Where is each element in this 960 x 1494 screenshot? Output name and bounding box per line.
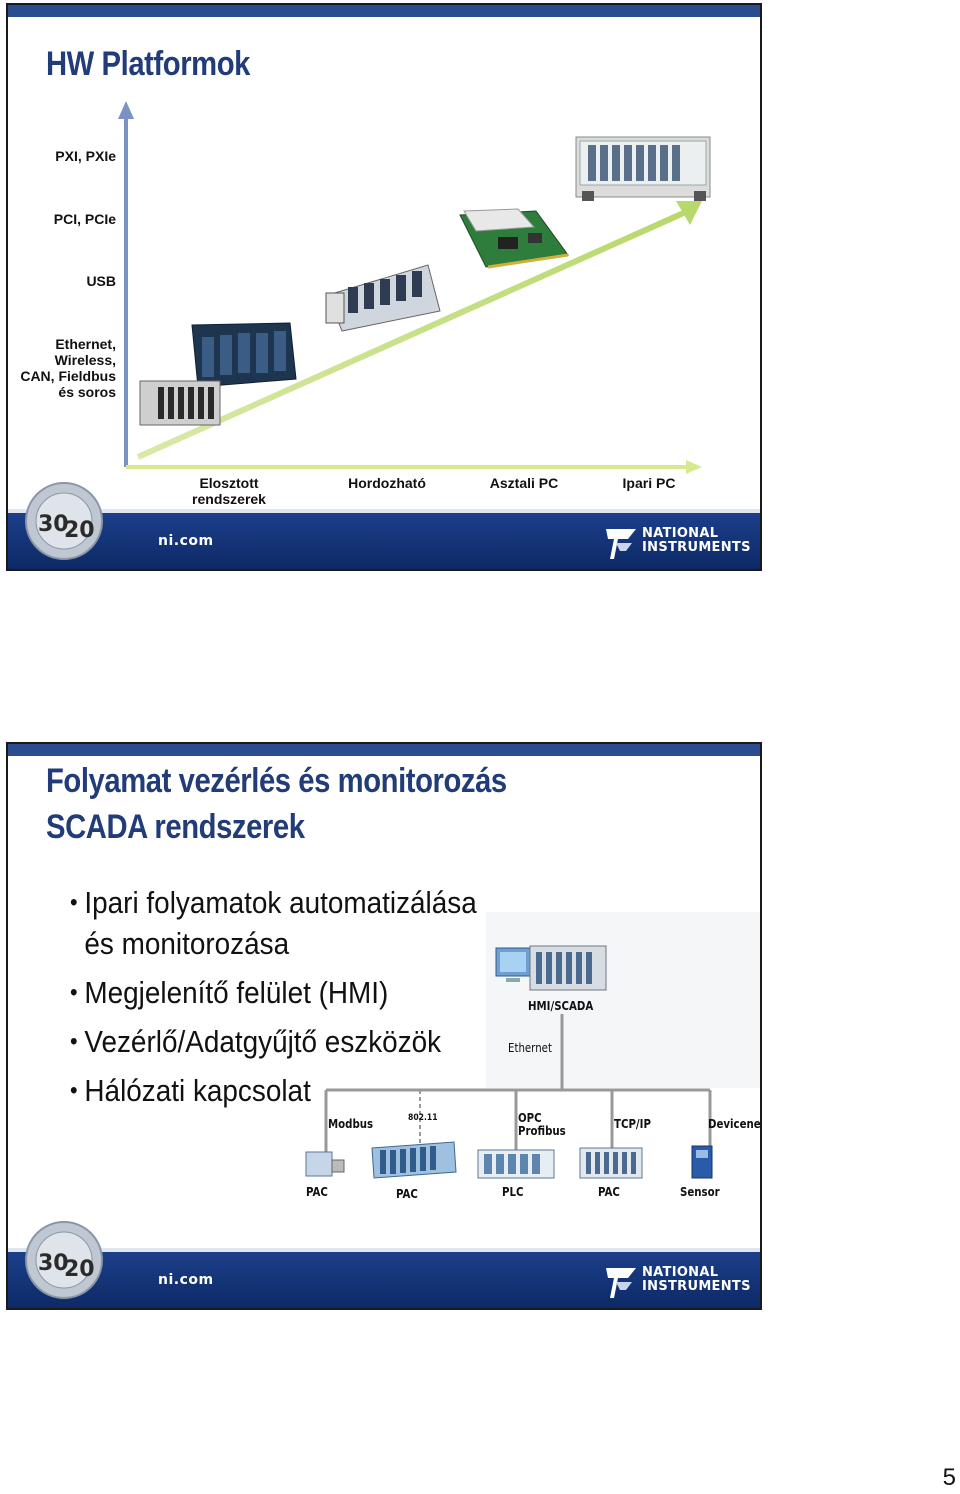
svg-text:20: 20 bbox=[64, 518, 95, 543]
pxi-chassis-image bbox=[576, 137, 710, 201]
slide-footer: ni.com NATIONAL INSTRUMENTS bbox=[8, 1252, 760, 1308]
ni-logo: NATIONAL INSTRUMENTS bbox=[606, 523, 746, 563]
distributed-io-image bbox=[140, 323, 296, 425]
scada-network-diagram bbox=[8, 744, 762, 1310]
device-plc-icon bbox=[478, 1150, 554, 1178]
slide-scada: Folyamat vezérlés és monitorozás SCADA r… bbox=[6, 742, 762, 1310]
y-label-pxi: PXI, PXIe bbox=[55, 148, 116, 164]
footer-band bbox=[8, 1248, 760, 1252]
device-label-pac-1: PAC bbox=[306, 1186, 328, 1199]
y-label-usb: USB bbox=[86, 273, 116, 289]
ni-logo: NATIONAL INSTRUMENTS bbox=[606, 1262, 746, 1302]
ni-brand-line1: NATIONAL bbox=[642, 527, 718, 541]
anniversary-badge-icon: 30 20 bbox=[24, 1220, 104, 1300]
y-label-pci: PCI, PCIe bbox=[54, 211, 116, 227]
protocol-modbus: Modbus bbox=[328, 1118, 373, 1131]
y-label-ethernet: Ethernet, Wireless, CAN, Fieldbus és sor… bbox=[20, 336, 116, 400]
protocol-80211: 802.11 bbox=[408, 1112, 438, 1125]
device-pac-1-icon bbox=[306, 1152, 344, 1176]
device-pac-3-icon bbox=[580, 1148, 642, 1178]
anniversary-badge-icon: 30 20 bbox=[24, 481, 104, 561]
page-number: 5 bbox=[943, 1464, 956, 1492]
svg-text:20: 20 bbox=[64, 1257, 95, 1282]
footer-band bbox=[8, 509, 760, 513]
ni-eagle-icon bbox=[606, 1264, 636, 1298]
ni-brand-line1: NATIONAL bbox=[642, 1266, 718, 1280]
device-label-pac-3: PAC bbox=[598, 1186, 620, 1199]
x-axis-arrowhead bbox=[686, 460, 702, 474]
device-sensor-icon bbox=[692, 1146, 712, 1178]
device-label-pac-2: PAC bbox=[396, 1188, 418, 1201]
usb-module-image bbox=[326, 265, 440, 331]
x-label-asztali: Asztali PC bbox=[474, 475, 574, 491]
ni-brand-line2: INSTRUMENTS bbox=[642, 541, 751, 555]
y-axis-arrowhead bbox=[118, 101, 134, 119]
hmi-scada-label: HMI/SCADA bbox=[528, 1000, 593, 1013]
ni-eagle-icon bbox=[606, 525, 636, 559]
protocol-opc-profibus: OPC Profibus bbox=[518, 1112, 566, 1138]
device-pac-2-icon bbox=[372, 1142, 456, 1178]
x-label-ipari: Ipari PC bbox=[604, 475, 694, 491]
protocol-tcpip: TCP/IP bbox=[614, 1118, 651, 1131]
pci-card-image bbox=[460, 209, 568, 267]
slide-hw-platforms: HW Platformok bbox=[6, 3, 762, 571]
footer-site: ni.com bbox=[158, 1272, 214, 1288]
x-label-hordozhato: Hordozható bbox=[332, 475, 442, 491]
protocol-devicenet: Devicenet bbox=[708, 1118, 762, 1131]
ethernet-label: Ethernet bbox=[508, 1042, 552, 1055]
slide-footer: ni.com NATIONAL INSTRUMENTS bbox=[8, 513, 760, 569]
device-label-plc: PLC bbox=[502, 1186, 523, 1199]
x-label-elosztott: Elosztott rendszerek bbox=[176, 475, 282, 507]
ni-brand-line2: INSTRUMENTS bbox=[642, 1280, 751, 1294]
device-label-sensor: Sensor bbox=[680, 1186, 720, 1199]
footer-site: ni.com bbox=[158, 533, 214, 549]
